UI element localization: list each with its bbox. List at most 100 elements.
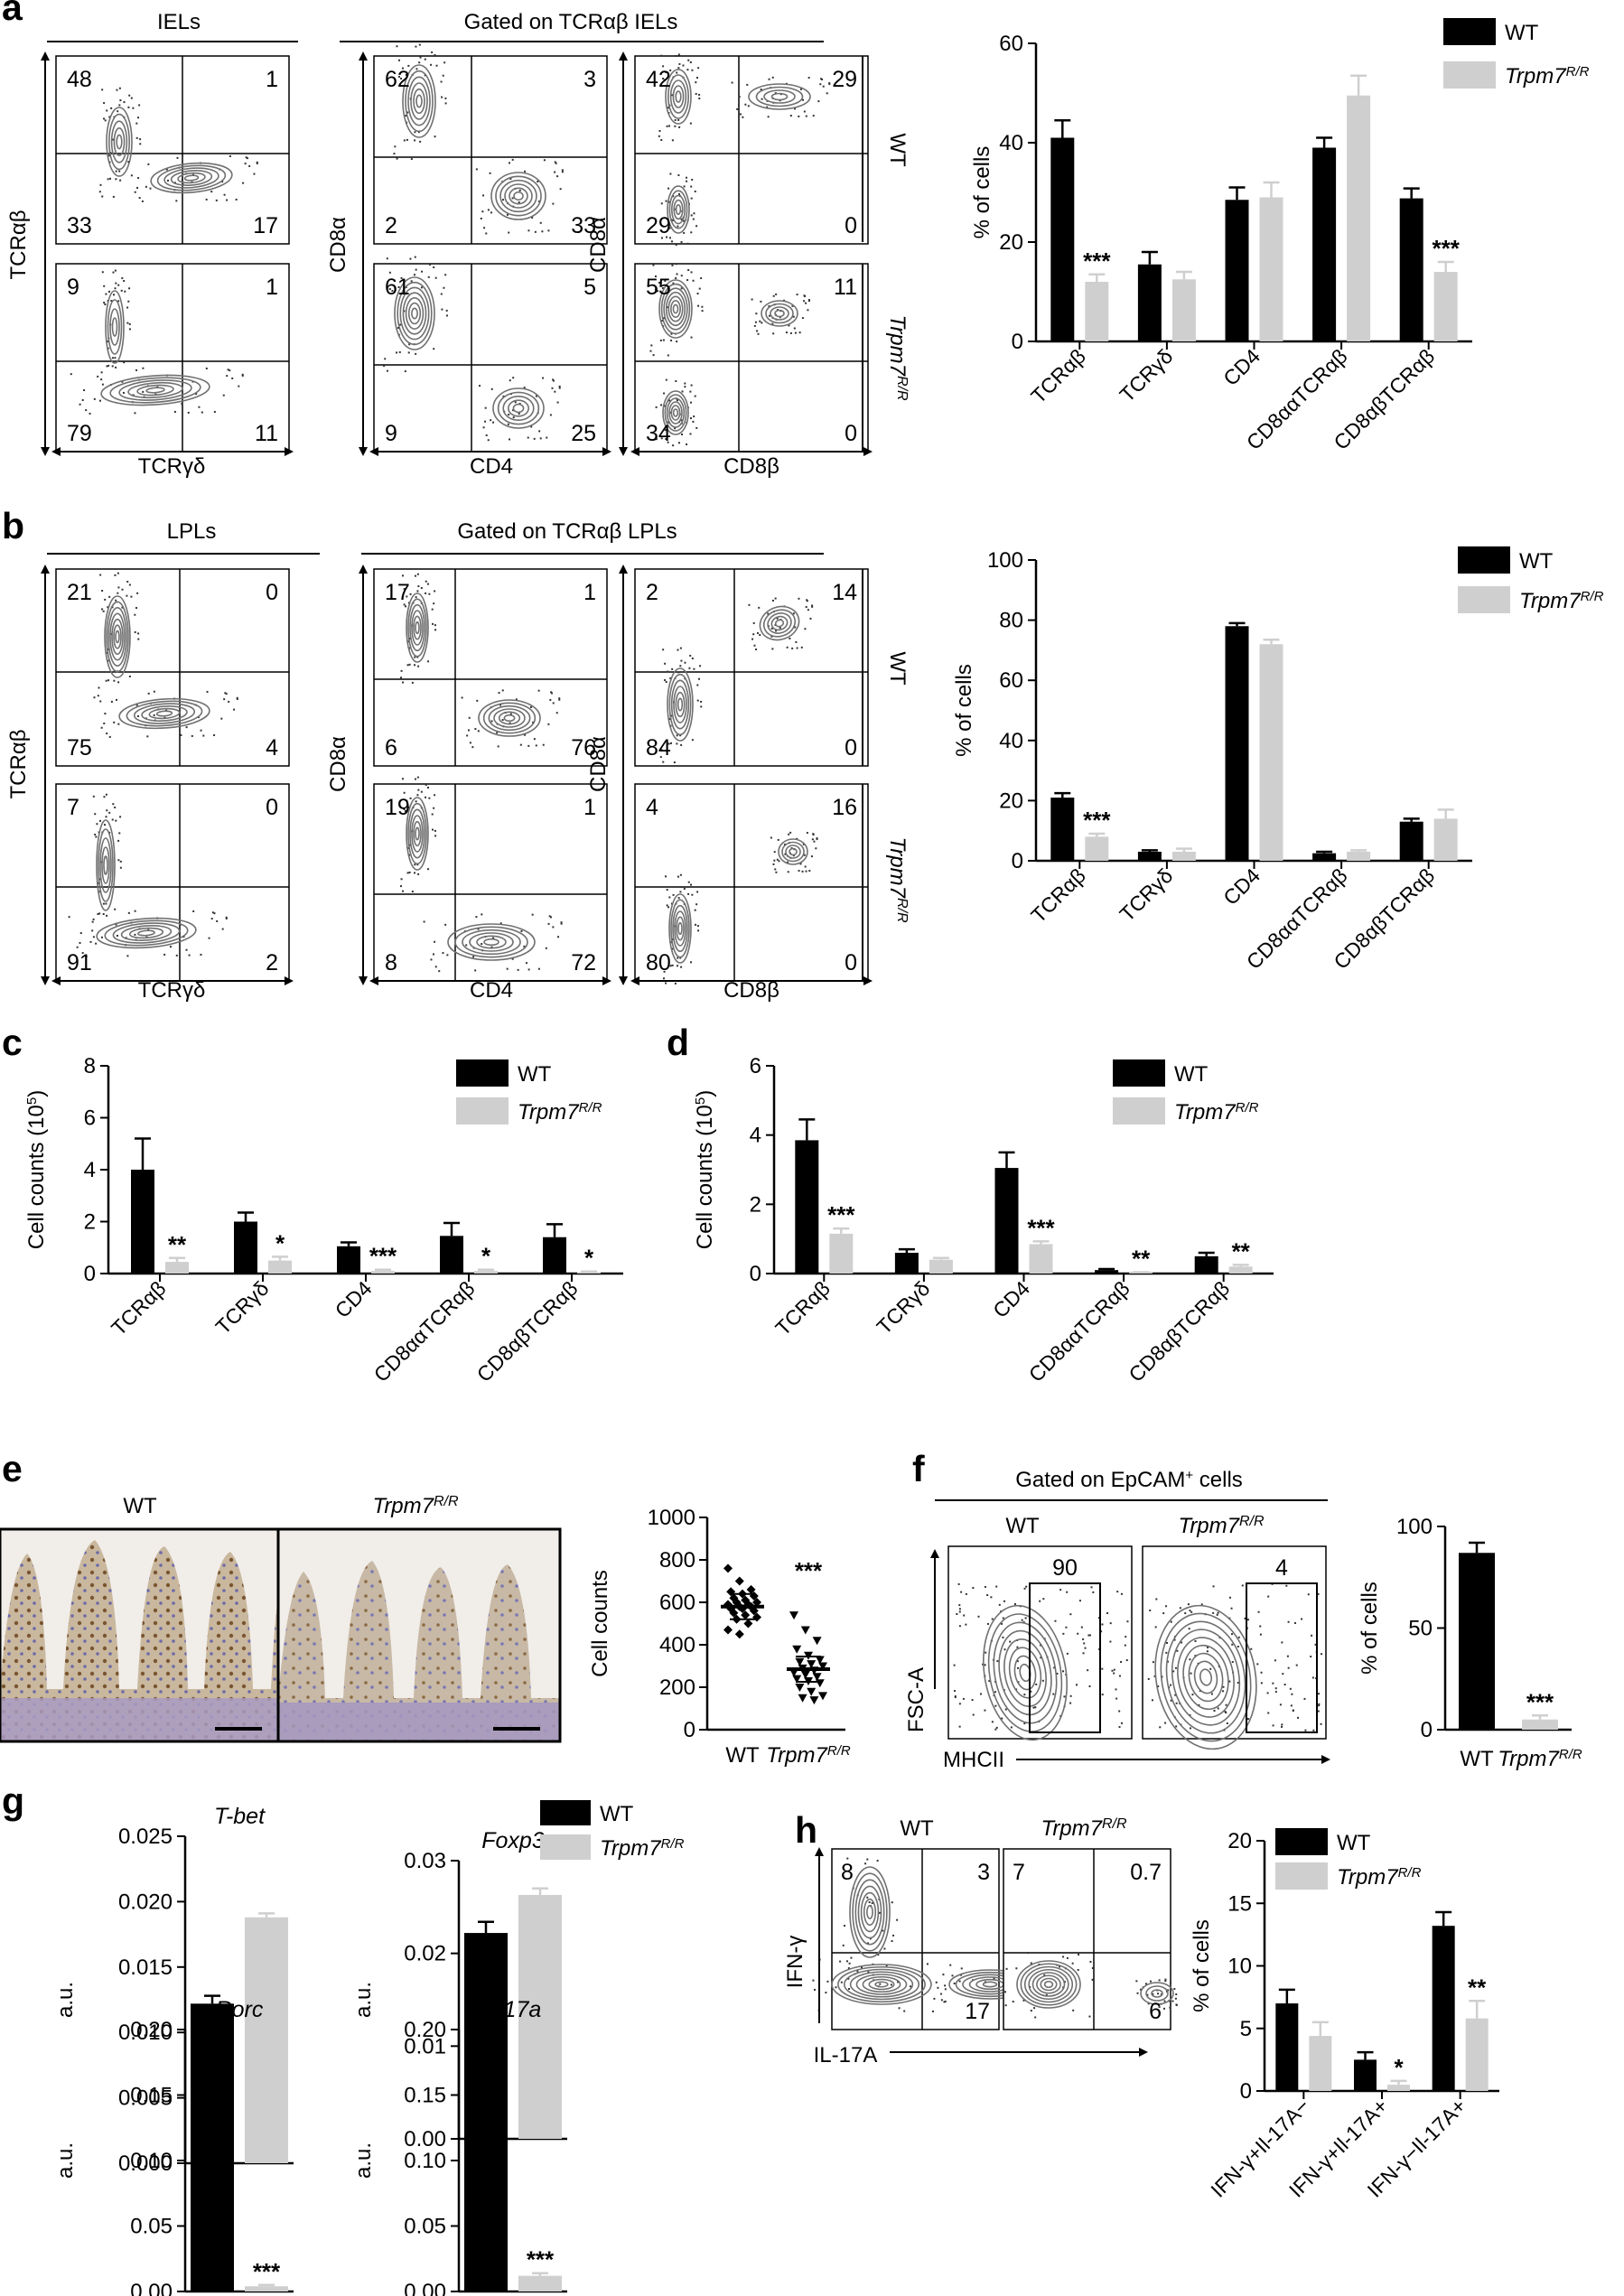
e-ytick-label: 400 xyxy=(659,1633,695,1657)
c-ylabel-sup: 5 xyxy=(24,1097,40,1105)
f-flow-mut-event xyxy=(1222,1685,1225,1688)
h-legend-label: WT xyxy=(1337,1831,1371,1855)
f-flow-wt-event xyxy=(1009,1640,1012,1643)
b-legend-label: Trpm7R/R xyxy=(1519,589,1604,614)
a-flow-left-mut-event xyxy=(231,377,234,379)
a-flow-right-wt-event xyxy=(677,67,680,70)
a-flow-left-mut-event xyxy=(79,403,81,406)
panel-label-e: e xyxy=(2,1448,23,1489)
a-flow-right-mut-event xyxy=(650,344,653,347)
a-flow-mid-wt-event xyxy=(541,230,544,233)
a-flow-right-mut-event xyxy=(670,332,673,335)
b-flow-mid-wt-event xyxy=(427,660,430,663)
h-flow-wt-event xyxy=(861,1966,863,1969)
b-flow-left-wt-event xyxy=(113,679,116,682)
h-flow-wt-event xyxy=(878,1911,881,1914)
a-flow-mid-wt-contour xyxy=(504,183,533,209)
b-flow-left-mut-event xyxy=(211,911,214,914)
a-flow-left-mut-event xyxy=(226,375,229,378)
a-flow-right-wt-event xyxy=(822,85,825,88)
h-ytick-label: 5 xyxy=(1240,2017,1252,2041)
a-flow-right-mut-contour xyxy=(670,300,681,318)
a-flow-left-wt-event xyxy=(166,179,169,182)
b-flow-right-mut-event xyxy=(804,865,807,868)
b-flow-mid-wt-pct-tr: 1 xyxy=(583,580,596,605)
a-flow-right-mut-event xyxy=(753,324,756,327)
a-flow-mid-wt-event xyxy=(527,229,530,232)
a-flow-right-wt-event xyxy=(660,237,663,239)
h-flow-wt-event xyxy=(897,1981,900,1983)
e-histology-image-wt xyxy=(0,1527,280,1743)
h-flow-wt-contour xyxy=(874,1981,889,1988)
f-flow-wt-event xyxy=(984,1709,986,1712)
a-flow-right-wt-event xyxy=(665,70,667,73)
b-legend-swatch xyxy=(1458,546,1510,574)
e-point xyxy=(734,1629,744,1639)
f-flow-mut-event xyxy=(1212,1585,1215,1588)
b-legend-sup: R/R xyxy=(1581,589,1604,604)
f-flow-wt-event xyxy=(1030,1690,1032,1693)
b-flow-right-mut-event xyxy=(775,871,778,873)
a-flow-right-wt-event xyxy=(660,202,663,205)
b-flow-right-mut-event xyxy=(815,847,817,850)
f-flow-wt-event xyxy=(990,1596,993,1599)
h-flow-wt-event xyxy=(960,1974,963,1976)
b-flow-left-wt-contour xyxy=(115,630,120,644)
b-flow-left-mut-event xyxy=(213,912,216,915)
b-flow-mid-wt-event xyxy=(408,663,411,666)
b-flow-left-mut-event xyxy=(134,910,136,912)
f-flow-mut-event xyxy=(1231,1661,1234,1664)
b-flow-left-wt-event xyxy=(117,586,120,589)
h-flow-wt-contour xyxy=(837,1965,926,2003)
b-bar xyxy=(1050,798,1075,861)
h-flow-mut-pct-tl: 7 xyxy=(1013,1860,1025,1885)
a-flow-left-wt-event xyxy=(119,179,122,182)
b-bar xyxy=(1259,644,1283,861)
b-flow-mid-wt-contour xyxy=(503,714,516,723)
b-flow-left-mut-event xyxy=(188,954,191,957)
a-flow-mid-wt-event xyxy=(440,80,443,83)
b-flow-mid-wt-event xyxy=(414,574,416,577)
b-flow-left-wt-event xyxy=(107,606,109,609)
a-bar xyxy=(1225,200,1249,341)
b-flow-mid-wt-event xyxy=(401,574,404,577)
b-flow-right-wt-event xyxy=(752,633,755,636)
a-flow-right-wt-event xyxy=(662,77,665,79)
c-ytick-label: 0 xyxy=(84,1262,96,1286)
b-flow-left-wt-event xyxy=(126,581,129,583)
e-point xyxy=(723,1625,733,1635)
b-flow-left-wt-event xyxy=(200,729,202,732)
h-flow-wt-event xyxy=(839,1960,842,1963)
a-flow-right-mut-event xyxy=(675,379,677,382)
b-flow-left-mut-event xyxy=(114,908,117,910)
f-flow-mut-contour xyxy=(1177,1637,1235,1718)
g_il17a-ylabel-main: a.u. xyxy=(351,2142,376,2179)
h-flow-wt-event xyxy=(960,1967,963,1970)
a-flow-mid-mut-event xyxy=(527,436,529,439)
panel-label-h: h xyxy=(795,1809,817,1851)
h-flow-wt-event xyxy=(951,1974,954,1977)
b-flow-right-wt-event xyxy=(680,743,683,746)
b-flow-right-wt-event xyxy=(807,609,809,611)
b-flow-right-mut-contour xyxy=(668,893,692,964)
a-flow-right-wt-event xyxy=(692,218,695,220)
a-flow-left-wt-event xyxy=(103,117,106,120)
a-flow-left-mut-event xyxy=(173,410,176,413)
g_foxp3-ylabel-main: a.u. xyxy=(351,1982,376,2018)
b-flow-right-mut-event xyxy=(677,875,679,878)
f-category-label: Trpm7R/R xyxy=(1498,1747,1582,1772)
f-flow-mut-event xyxy=(1287,1620,1290,1623)
f-flow-wt-event xyxy=(1056,1672,1059,1675)
b-flow-right-mut-event xyxy=(773,851,776,854)
b-flow-mid-wt-event xyxy=(499,704,502,706)
c-bar xyxy=(165,1262,189,1274)
a-flow-right-wt-event xyxy=(667,76,670,79)
e-point xyxy=(812,1637,822,1646)
b-flow-left-wt-event xyxy=(121,588,124,591)
a-flow-left-wt-event xyxy=(128,94,131,97)
g_rorc-title: Rorc xyxy=(216,1997,264,2022)
a-flow-right-wt-contour xyxy=(667,185,690,234)
a-flow-mid-wt-event xyxy=(401,67,404,70)
f-flow-mut-event xyxy=(1165,1651,1168,1654)
c-significance: *** xyxy=(369,1243,397,1270)
